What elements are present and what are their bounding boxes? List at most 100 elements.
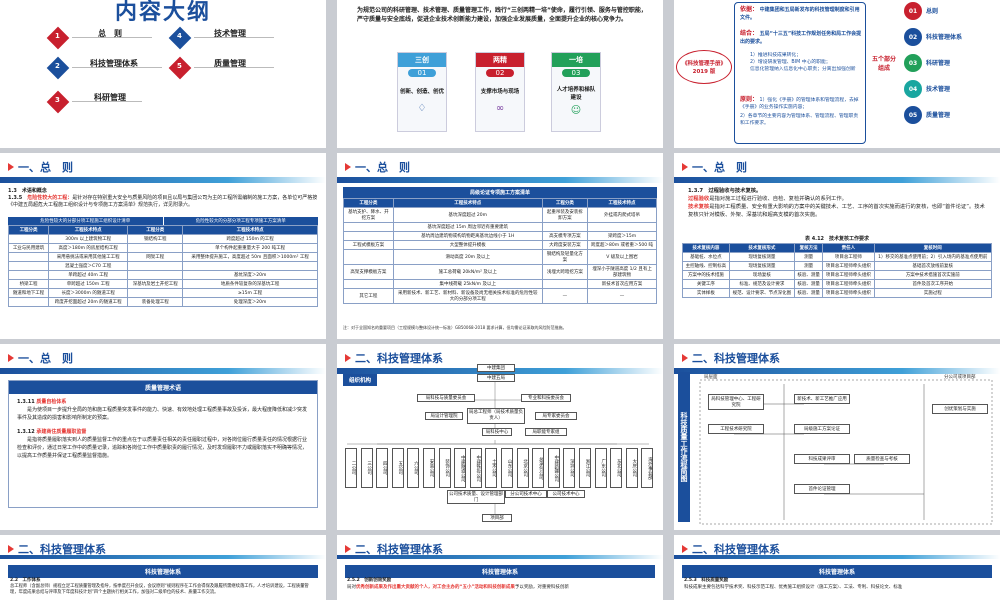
scheme-table-cell: — (587, 288, 657, 304)
terms-table-cell: 深基坑及岩土开挖工程 (127, 279, 184, 289)
scheme-table-cell: 基坑周边建筑物或构筑物距离基坑边线小于 1H (392, 231, 543, 241)
terms-table-cell: 处理深度＞20m (182, 297, 318, 307)
manual-box (734, 2, 866, 144)
section-title: 二、科技管理体系 (345, 541, 443, 557)
mission-card-1: 三创 01 创新、创造、创优 ♢ (397, 52, 447, 132)
terms-table-cell (127, 243, 184, 253)
scheme-table-cell: 浅埋大跨暗挖方案 (541, 264, 589, 280)
scheme-table-cell (587, 222, 657, 232)
org-company-node: 浙江公司 (579, 448, 591, 488)
scheme-table-cell: 基坑深度超过 20m (392, 207, 543, 223)
org-company-node: 五公司 (391, 448, 404, 488)
terms-table-cell (182, 261, 318, 271)
scheme-note: 注：对于全国知名的重要项目（工程规模与整体设计统一标准）GB50068-2018… (343, 325, 567, 330)
slide-manual[interactable]: 依据： 中建集团和五局新发布的科技管理制度和引用文件。 结合： 五局“十三五”科… (674, 0, 1000, 148)
slide-org-chart[interactable]: 二、科技管理体系 组织机构 中建集团 中建五局 局科技与质量委员会 专业和科技委… (337, 344, 663, 530)
org-company-node: 装饰公司 (438, 448, 451, 488)
innovation-sub: 2.5.2 创新创效奖励 (347, 578, 392, 583)
org-chart: 中建集团 中建五局 局科技与质量委员会 专业和科技委员会 局总工程师（局技术质量… (337, 344, 663, 530)
org-company-node: 北京公司 (516, 448, 529, 488)
acceptance-table: 技术复核内容技术复核形式复核方法责任人复核时间 基础桩、水位点现场复核测量测量项… (682, 243, 993, 298)
scheme-table-row: 高架支撑模板方案施工总荷载 20kN/m² 及以上浅埋大跨暗挖方案埋深小于隧道高… (343, 264, 657, 280)
slide-acceptance[interactable]: 一、总 则 1.3.7 过程验收与技术复核。 过程验收是指对施工过程进行验收、自… (674, 153, 1000, 339)
scheme-table-cell: 滑动高度 20m 及以上 (392, 249, 543, 265)
slide-innovation-reward[interactable]: 二、科技管理体系 科技管理体系 2.5.2 创新创效奖励 局对优秀创新成果及作出… (337, 535, 663, 600)
terms-table-row: 采用悬挑法或采用其他施工工程网架工程采用整体提升施工，高度超过 50m 且面积＞… (7, 252, 318, 262)
scheme-table-cell: 大跨度安装方案 (541, 240, 589, 250)
terms-table-cell (7, 270, 50, 280)
org-node-branch-center: 分公司技术中心 (505, 490, 547, 498)
manual-title-oval: 《科技管理手册》2019 版 (676, 50, 732, 84)
org-company-node: 三公司 (360, 448, 373, 488)
slide-quality-terms[interactable]: 一、总 则 质量管理术语 1.3.11 质量自检体系 是为使项目一步提升全局的范… (0, 344, 326, 530)
terms-table-cell: 单跨超过 40m 工程 (48, 270, 129, 280)
section-title: 一、总 则 (8, 350, 73, 366)
section-title: 二、科技管理体系 (682, 541, 780, 557)
org-node-specialist: 局职能专家组 (525, 428, 567, 436)
terms-table-cell: 基坑深度＞20m (182, 270, 318, 280)
terms-table-cell: 跨度超过 150m 的工程 (182, 234, 318, 244)
slide-quality-reward[interactable]: 二、科技管理体系 科技管理体系 2.5.3 科技质量奖励 科技成果主要包括科学技… (674, 535, 1000, 600)
outline-item-5: 5 质量管理 (168, 56, 282, 80)
acceptance-table-cell: 项目总工程师牵头组织 (822, 270, 875, 280)
acceptance-table-cell: 实体样板 (682, 288, 730, 298)
terms-table-cell: 桥梁工程 (7, 279, 50, 289)
terms-table-cell: 钢结构工程 (127, 234, 184, 244)
terms-table-cell (7, 234, 50, 244)
section-title: 一、总 则 (682, 159, 747, 175)
outline-item-1: 1 总 则 (46, 26, 160, 50)
part-circle-1: 01 (904, 2, 922, 20)
scheme-table-cell (343, 231, 394, 241)
acceptance-table-cell: 主控轴线、控制标高 (682, 261, 730, 271)
scheme-table-cell: 高架支撑模板方案 (343, 264, 394, 280)
scheme-table-wrap: 局级论证专项施工方案清单 工程分类工程技术特点工程分类工程技术特点 基坑支护、降… (343, 187, 657, 304)
manual-basis: 依据： 中建集团和五局新发布的科技管理制度和引用文件。 (740, 6, 860, 21)
terms-table-row: 单跨超过 40m 工程 基坑深度＞20m (7, 270, 318, 280)
scheme-table-cell: 基坑支护、降水、开挖方案 (343, 207, 394, 223)
lightbulb-icon: ♢ (417, 103, 427, 114)
workflow-left-head: 局层面 (704, 375, 718, 380)
workflow-box: 首件论证管理 (794, 484, 850, 494)
scheme-table-row: 基坑深度超过 15m 周边邻近有重要建筑 (343, 222, 657, 232)
org-node-dept: 公司技术质量、设计管理部门 (447, 490, 505, 504)
org-node-expert-committee: 专业和科技委员会 (521, 394, 571, 402)
work-system-head: 科技管理体系 (8, 565, 318, 578)
slide-workflow[interactable]: 二、科技管理体系 科技质量工作流程简图 局层面 分公司或项目部 局科技管理中心、… (674, 344, 1000, 530)
terms-table-cell (127, 261, 184, 271)
workflow-box: 质量检查与考核 (854, 454, 910, 464)
terms-table-cell: 工业与民用建筑 (7, 243, 50, 253)
outline-item-3: 3 科研管理 (46, 90, 180, 114)
work-system-text: 总工程师（含副总师）规程立足工程质量管理及指导，按季度召开会议，会议原则“规则程… (10, 584, 309, 595)
terms-table-cell: 跨度开挖面超过 20m 的隧道工程 (48, 297, 129, 307)
slide-outline[interactable]: 内容大纲 1 总 则 2 科技管理体系 3 科研管理 4 技术管理 5 质量管理 (0, 0, 326, 148)
scheme-table-cell: 基坑深度超过 15m 周边邻近有重要建筑 (392, 222, 543, 232)
quality-reward-sub: 2.5.3 科技质量奖励 (684, 578, 729, 583)
workflow-side-label: 科技质量工作流程简图 (678, 372, 690, 522)
acceptance-table-cell: 基础桩、水位点 (682, 252, 730, 262)
org-node-expert: 局专家委员会 (535, 412, 577, 420)
org-company-node: 中建隧道公司 (454, 448, 467, 488)
slide-mission[interactable]: 为规范公司的科研管理、技术管理、质量管理工作，践行“三创两精一培”使命，履行引领… (337, 0, 663, 148)
slide-work-system[interactable]: 二、科技管理体系 科技管理体系 2.2 工作体系 总工程师（含副总师）规程立足工… (0, 535, 326, 600)
terms-table-row: 工业与民用建筑高度＞180m 的房屋结构工程单个构件起重重量大于 200 吨工程 (7, 243, 318, 253)
terms-table-cell (7, 297, 50, 307)
scheme-table-cell: 新技术首次应用方案 (587, 279, 657, 289)
work-system-sub: 2.2 工作体系 (10, 578, 41, 583)
org-company-node: 深圳公司 (563, 448, 576, 488)
acceptance-table-cell: 项目总工程师 (822, 252, 875, 262)
terms-table-row: 隧道和地下工程长度＞3000m 的隧道工程≥15m 工程 (7, 288, 318, 298)
org-node-top: 中建集团 (477, 364, 515, 372)
workflow-box: 工程技术研究院 (708, 424, 764, 434)
org-company-node: 大庆公司 (625, 448, 638, 488)
part-circle-5: 05 (904, 106, 922, 124)
scheme-table-cell: 集中线荷载 25kN/m 及以上 (392, 279, 543, 289)
slide-terms[interactable]: 一、总 则 1.3 术语和概念 1.3.5 危险性较大的工程：是针对存在特别重大… (0, 153, 326, 339)
scheme-table-cell: 其它工程 (343, 288, 394, 304)
slide-scheme-list[interactable]: 一、总 则 局级论证专项施工方案清单 工程分类工程技术特点工程分类工程技术特点 … (337, 153, 663, 339)
org-company-node: 四公司 (376, 448, 389, 488)
workflow-box: 新技术、新工艺推广应用 (794, 394, 850, 404)
scheme-table-cell: 起重吊装及安装拆卸方案 (541, 207, 589, 223)
terms-table-cell: ≥15m 工程 (182, 288, 318, 298)
